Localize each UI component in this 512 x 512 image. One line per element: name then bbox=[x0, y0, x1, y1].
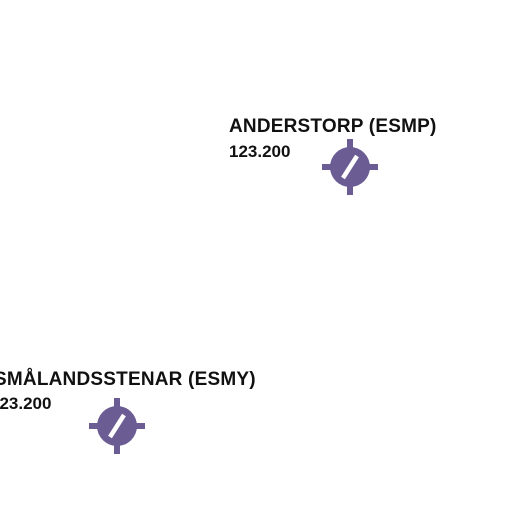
airfield-frequency: 123.200 bbox=[229, 142, 291, 161]
airfield-name: ANDERSTORP (ESMP) bbox=[229, 116, 437, 137]
airfield-name: SMÅLANDSSTENAR (ESMY) bbox=[0, 369, 256, 390]
airfield-frequency: 123.200 bbox=[0, 394, 52, 413]
airfield-icon[interactable] bbox=[321, 138, 379, 196]
airfield-icon[interactable] bbox=[88, 397, 146, 455]
